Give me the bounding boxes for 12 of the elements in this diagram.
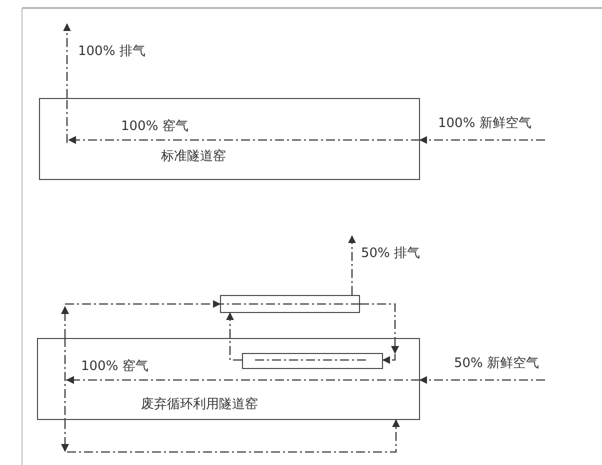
kiln-box bbox=[39, 98, 420, 180]
edge-label: 100% 新鲜空气 bbox=[437, 116, 532, 132]
heat-exchanger-tube bbox=[220, 295, 360, 313]
flow-label: 100% 窑气 bbox=[121, 119, 188, 135]
kiln-name: 标准隧道窑 bbox=[161, 149, 226, 165]
edge-label: 50% 新鲜空气 bbox=[453, 356, 540, 372]
edge-label: 50% 排气 bbox=[360, 246, 422, 262]
kiln-name: 废弃循环利用隧道窑 bbox=[141, 397, 258, 413]
kiln-box bbox=[37, 338, 420, 420]
heat-exchanger-tube bbox=[242, 353, 383, 369]
edge-label: 100% 排气 bbox=[77, 44, 146, 60]
flow-label: 100% 窑气 bbox=[81, 359, 148, 375]
